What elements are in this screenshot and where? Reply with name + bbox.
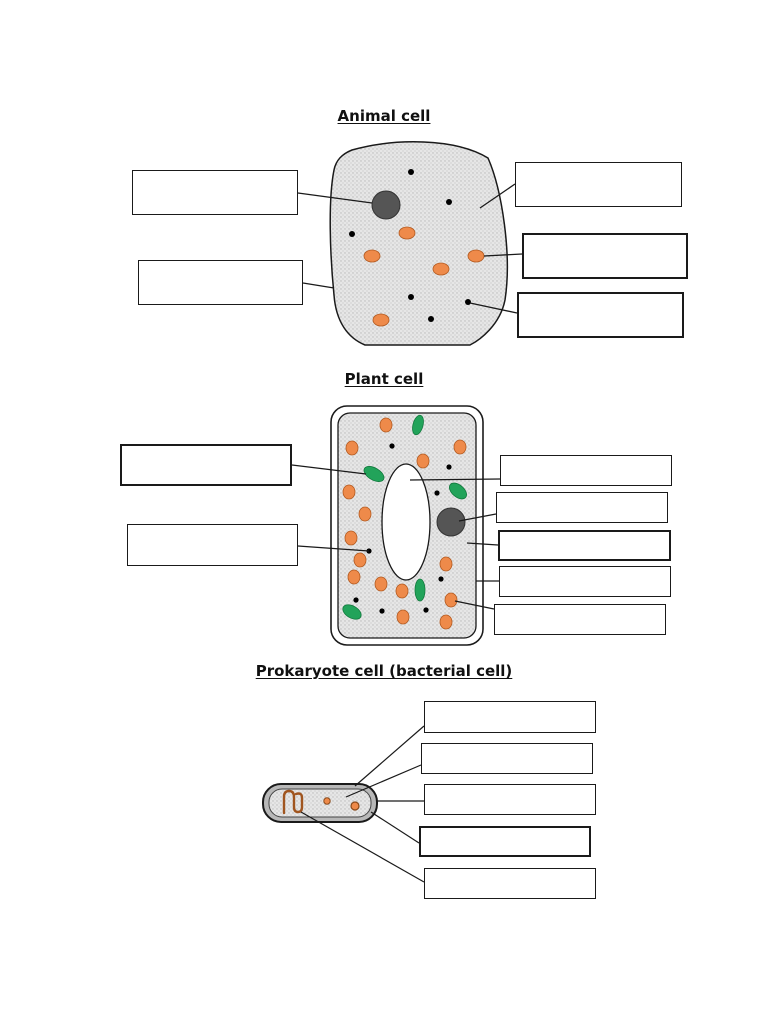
plant-ribosome: [379, 608, 385, 614]
leader-line: [297, 545, 370, 552]
leader-line: [354, 725, 425, 787]
prokaryote-label-box-2[interactable]: [421, 743, 593, 774]
prokaryote-label-box-4[interactable]: [419, 826, 591, 857]
plant-label-box-3[interactable]: [500, 455, 672, 486]
plant-cell-title: Plant cell: [344, 370, 424, 388]
plant-ribosome: [423, 607, 429, 613]
animal-mitochondria: [363, 226, 485, 327]
plant-mitochondrion: [396, 609, 410, 625]
animal-ribosome: [408, 294, 414, 300]
prokaryote-dna: [282, 789, 304, 815]
plant-chloroplasts: [342, 414, 467, 620]
plant-vacuole: [381, 463, 431, 581]
plant-mitochondrion: [439, 614, 453, 630]
plant-cell: [291, 405, 501, 646]
plant-ribosome: [434, 490, 440, 496]
plant-mitochondria: [342, 417, 467, 630]
leader-line: [454, 600, 495, 610]
prokaryote-label-box-5[interactable]: [424, 868, 596, 899]
animal-ribosome: [408, 169, 414, 175]
plant-label-box-4[interactable]: [496, 492, 668, 523]
leader-line: [409, 478, 501, 481]
plant-mitochondrion: [353, 552, 367, 568]
animal-mitochondrion: [372, 313, 390, 327]
plant-nucleus: [436, 507, 466, 537]
plant-ribosome: [438, 576, 444, 582]
animal-mitochondrion: [432, 262, 450, 276]
animal-mitochondrion: [467, 249, 485, 263]
plant-mitochondrion: [358, 506, 372, 522]
leader-line: [479, 183, 516, 209]
plant-ribosome: [353, 597, 359, 603]
leader-line: [466, 542, 499, 546]
animal-label-box-1[interactable]: [132, 170, 298, 215]
prokaryote-label-box-3[interactable]: [424, 784, 596, 815]
prokaryote-leader-lines: [300, 725, 425, 883]
plant-chloroplast: [412, 414, 424, 436]
animal-label-box-3[interactable]: [515, 162, 682, 207]
animal-ribosome: [446, 199, 452, 205]
animal-mitochondrion: [363, 249, 381, 263]
leader-line: [469, 302, 518, 314]
prokaryote-cell-title: Prokaryote cell (bacterial cell): [255, 662, 513, 680]
plant-label-box-6[interactable]: [499, 566, 671, 597]
plant-label-box-1[interactable]: [120, 444, 292, 486]
plant-mitochondrion: [416, 453, 430, 469]
plant-mitochondrion: [374, 576, 388, 592]
animal-label-box-2[interactable]: [138, 260, 303, 305]
plant-mitochondrion: [347, 569, 361, 585]
animal-mitochondrion: [398, 226, 416, 240]
prokaryote-ribosome: [323, 797, 331, 805]
plant-chloroplast: [414, 578, 426, 602]
plant-mitochondrion: [342, 484, 356, 500]
animal-ribosome: [465, 299, 471, 305]
animal-label-box-5[interactable]: [517, 292, 684, 338]
animal-cell-membrane: [329, 141, 509, 346]
leader-line: [345, 764, 422, 798]
plant-mitochondrion: [395, 583, 409, 599]
leader-line: [300, 811, 425, 883]
leader-line: [291, 464, 367, 475]
plant-mitochondrion: [439, 556, 453, 572]
animal-ribosome: [428, 316, 434, 322]
animal-label-box-4[interactable]: [522, 233, 688, 279]
plant-mitochondrion: [453, 439, 467, 455]
leader-line: [297, 192, 373, 204]
leader-line: [483, 253, 523, 257]
animal-cell: [297, 141, 523, 346]
plant-mitochondrion: [345, 440, 359, 456]
prokaryote-label-box-1[interactable]: [424, 701, 596, 733]
plant-leader-lines: [291, 464, 501, 610]
plant-mitochondrion: [444, 592, 458, 608]
plant-chloroplast: [342, 604, 362, 620]
prokaryote-cell: [262, 725, 425, 883]
animal-ribosome: [349, 231, 355, 237]
leader-line: [302, 282, 335, 289]
plant-label-box-5[interactable]: [498, 530, 671, 561]
animal-nucleus: [371, 190, 401, 220]
plant-label-box-2[interactable]: [127, 524, 298, 566]
animal-leader-lines: [297, 183, 523, 314]
prokaryote-plasmid: [350, 801, 360, 811]
plant-chloroplast: [449, 482, 467, 500]
plant-mitochondrion: [344, 530, 358, 546]
plant-ribosome: [389, 443, 395, 449]
leader-line: [458, 513, 497, 522]
plant-mitochondrion: [379, 417, 393, 433]
animal-ribosomes: [349, 169, 471, 322]
plant-label-box-7[interactable]: [494, 604, 666, 635]
plant-ribosome: [446, 464, 452, 470]
animal-cell-title: Animal cell: [337, 107, 431, 125]
plant-ribosomes: [353, 443, 452, 614]
plant-chloroplast: [363, 466, 385, 482]
leader-line: [370, 811, 420, 844]
